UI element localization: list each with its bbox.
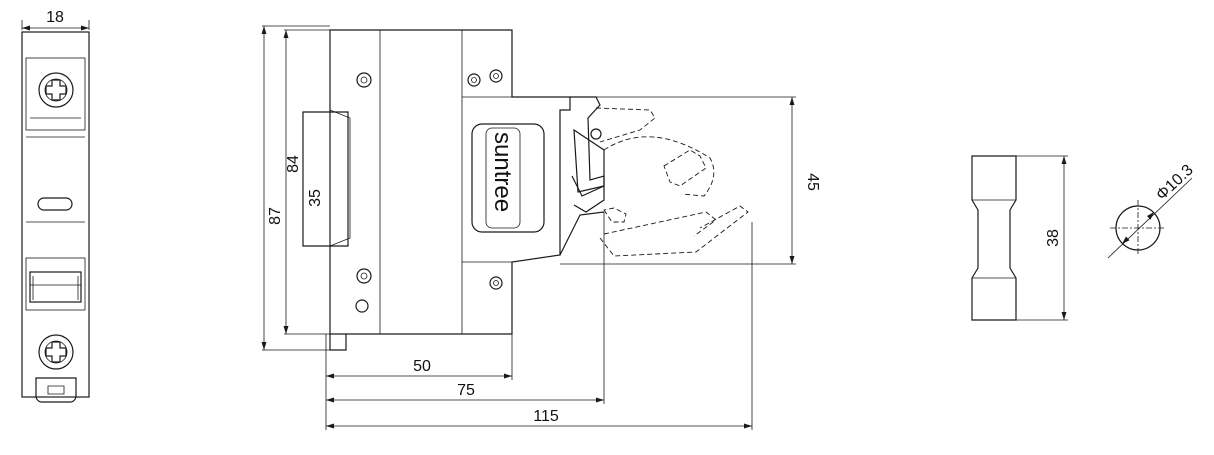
label-75: 75 <box>457 382 475 399</box>
dim-fuse-38: 38 <box>1016 155 1068 321</box>
label-diameter: Φ10.3 <box>1153 161 1197 203</box>
label-87: 87 <box>267 207 284 225</box>
top-screw-icon <box>38 72 74 108</box>
label-84: 84 <box>285 155 302 173</box>
din-rail-slot <box>302 111 349 247</box>
rivet-icons <box>355 69 503 313</box>
toggle-lever <box>25 257 86 311</box>
label-50: 50 <box>413 358 431 375</box>
bottom-screw-icon <box>38 334 74 370</box>
lever-mechanism <box>559 96 749 257</box>
dim-depths: 50 75 115 <box>325 212 753 430</box>
label-35: 35 <box>307 189 324 207</box>
side-view: suntree 87 <box>261 25 821 430</box>
label-38: 38 <box>1045 229 1062 247</box>
bottom-foot <box>329 334 347 351</box>
dim-rail-35: 35 <box>307 189 324 207</box>
brand-plate: suntree <box>471 123 545 233</box>
top-terminal-frame <box>25 57 86 131</box>
front-view: 18 <box>21 9 90 403</box>
front-body-outline <box>21 31 90 398</box>
fuse-end-view: Φ10.3 <box>1107 161 1197 259</box>
dim-height-87: 87 <box>261 25 330 351</box>
dim-width-18: 18 <box>21 9 90 31</box>
label-45: 45 <box>804 173 821 191</box>
dim-height-45: 45 <box>560 96 821 265</box>
fuse-body <box>971 155 1017 321</box>
dim-height-84: 84 <box>283 29 330 335</box>
indicator-window <box>37 197 73 211</box>
din-clip <box>35 377 77 403</box>
fuse-view: 38 <box>971 155 1068 321</box>
side-body-outline <box>329 29 571 335</box>
label-18: 18 <box>46 9 64 26</box>
label-115: 115 <box>533 408 559 425</box>
brand-logo-text: suntree <box>489 132 516 212</box>
